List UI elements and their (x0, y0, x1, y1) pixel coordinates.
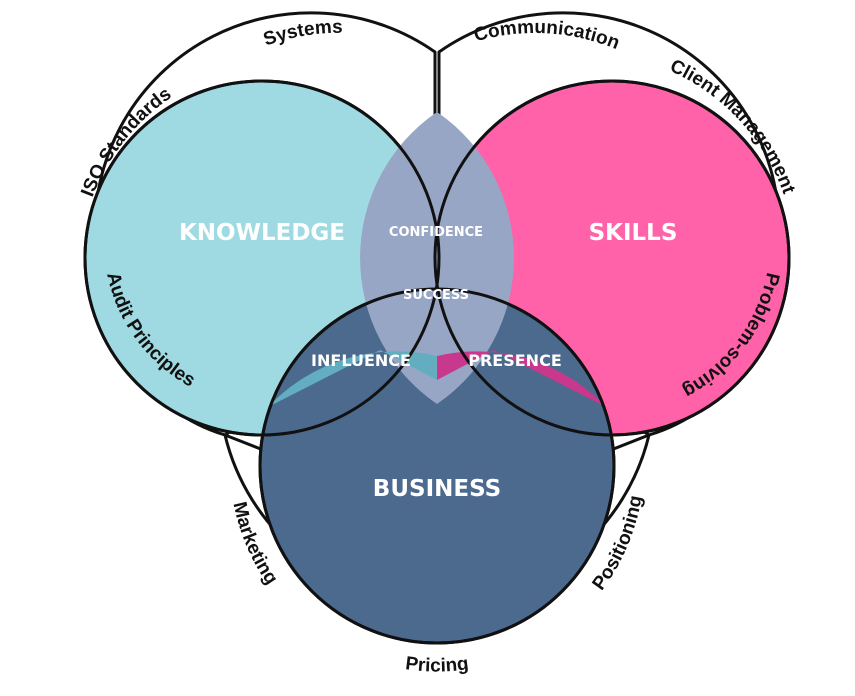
business-label: BUSINESS (373, 476, 501, 502)
ring-label-pricing: Pricing (404, 653, 469, 676)
knowledge-label: KNOWLEDGE (179, 220, 345, 246)
confidence-region (360, 112, 514, 404)
presence-label: PRESENCE (468, 351, 562, 370)
skills-label: SKILLS (589, 220, 678, 246)
confidence-label: CONFIDENCE (389, 225, 483, 240)
influence-label: INFLUENCE (311, 351, 411, 370)
influence-region (268, 350, 437, 407)
presence-region (437, 350, 606, 407)
success-label: SUCCESS (403, 288, 469, 303)
